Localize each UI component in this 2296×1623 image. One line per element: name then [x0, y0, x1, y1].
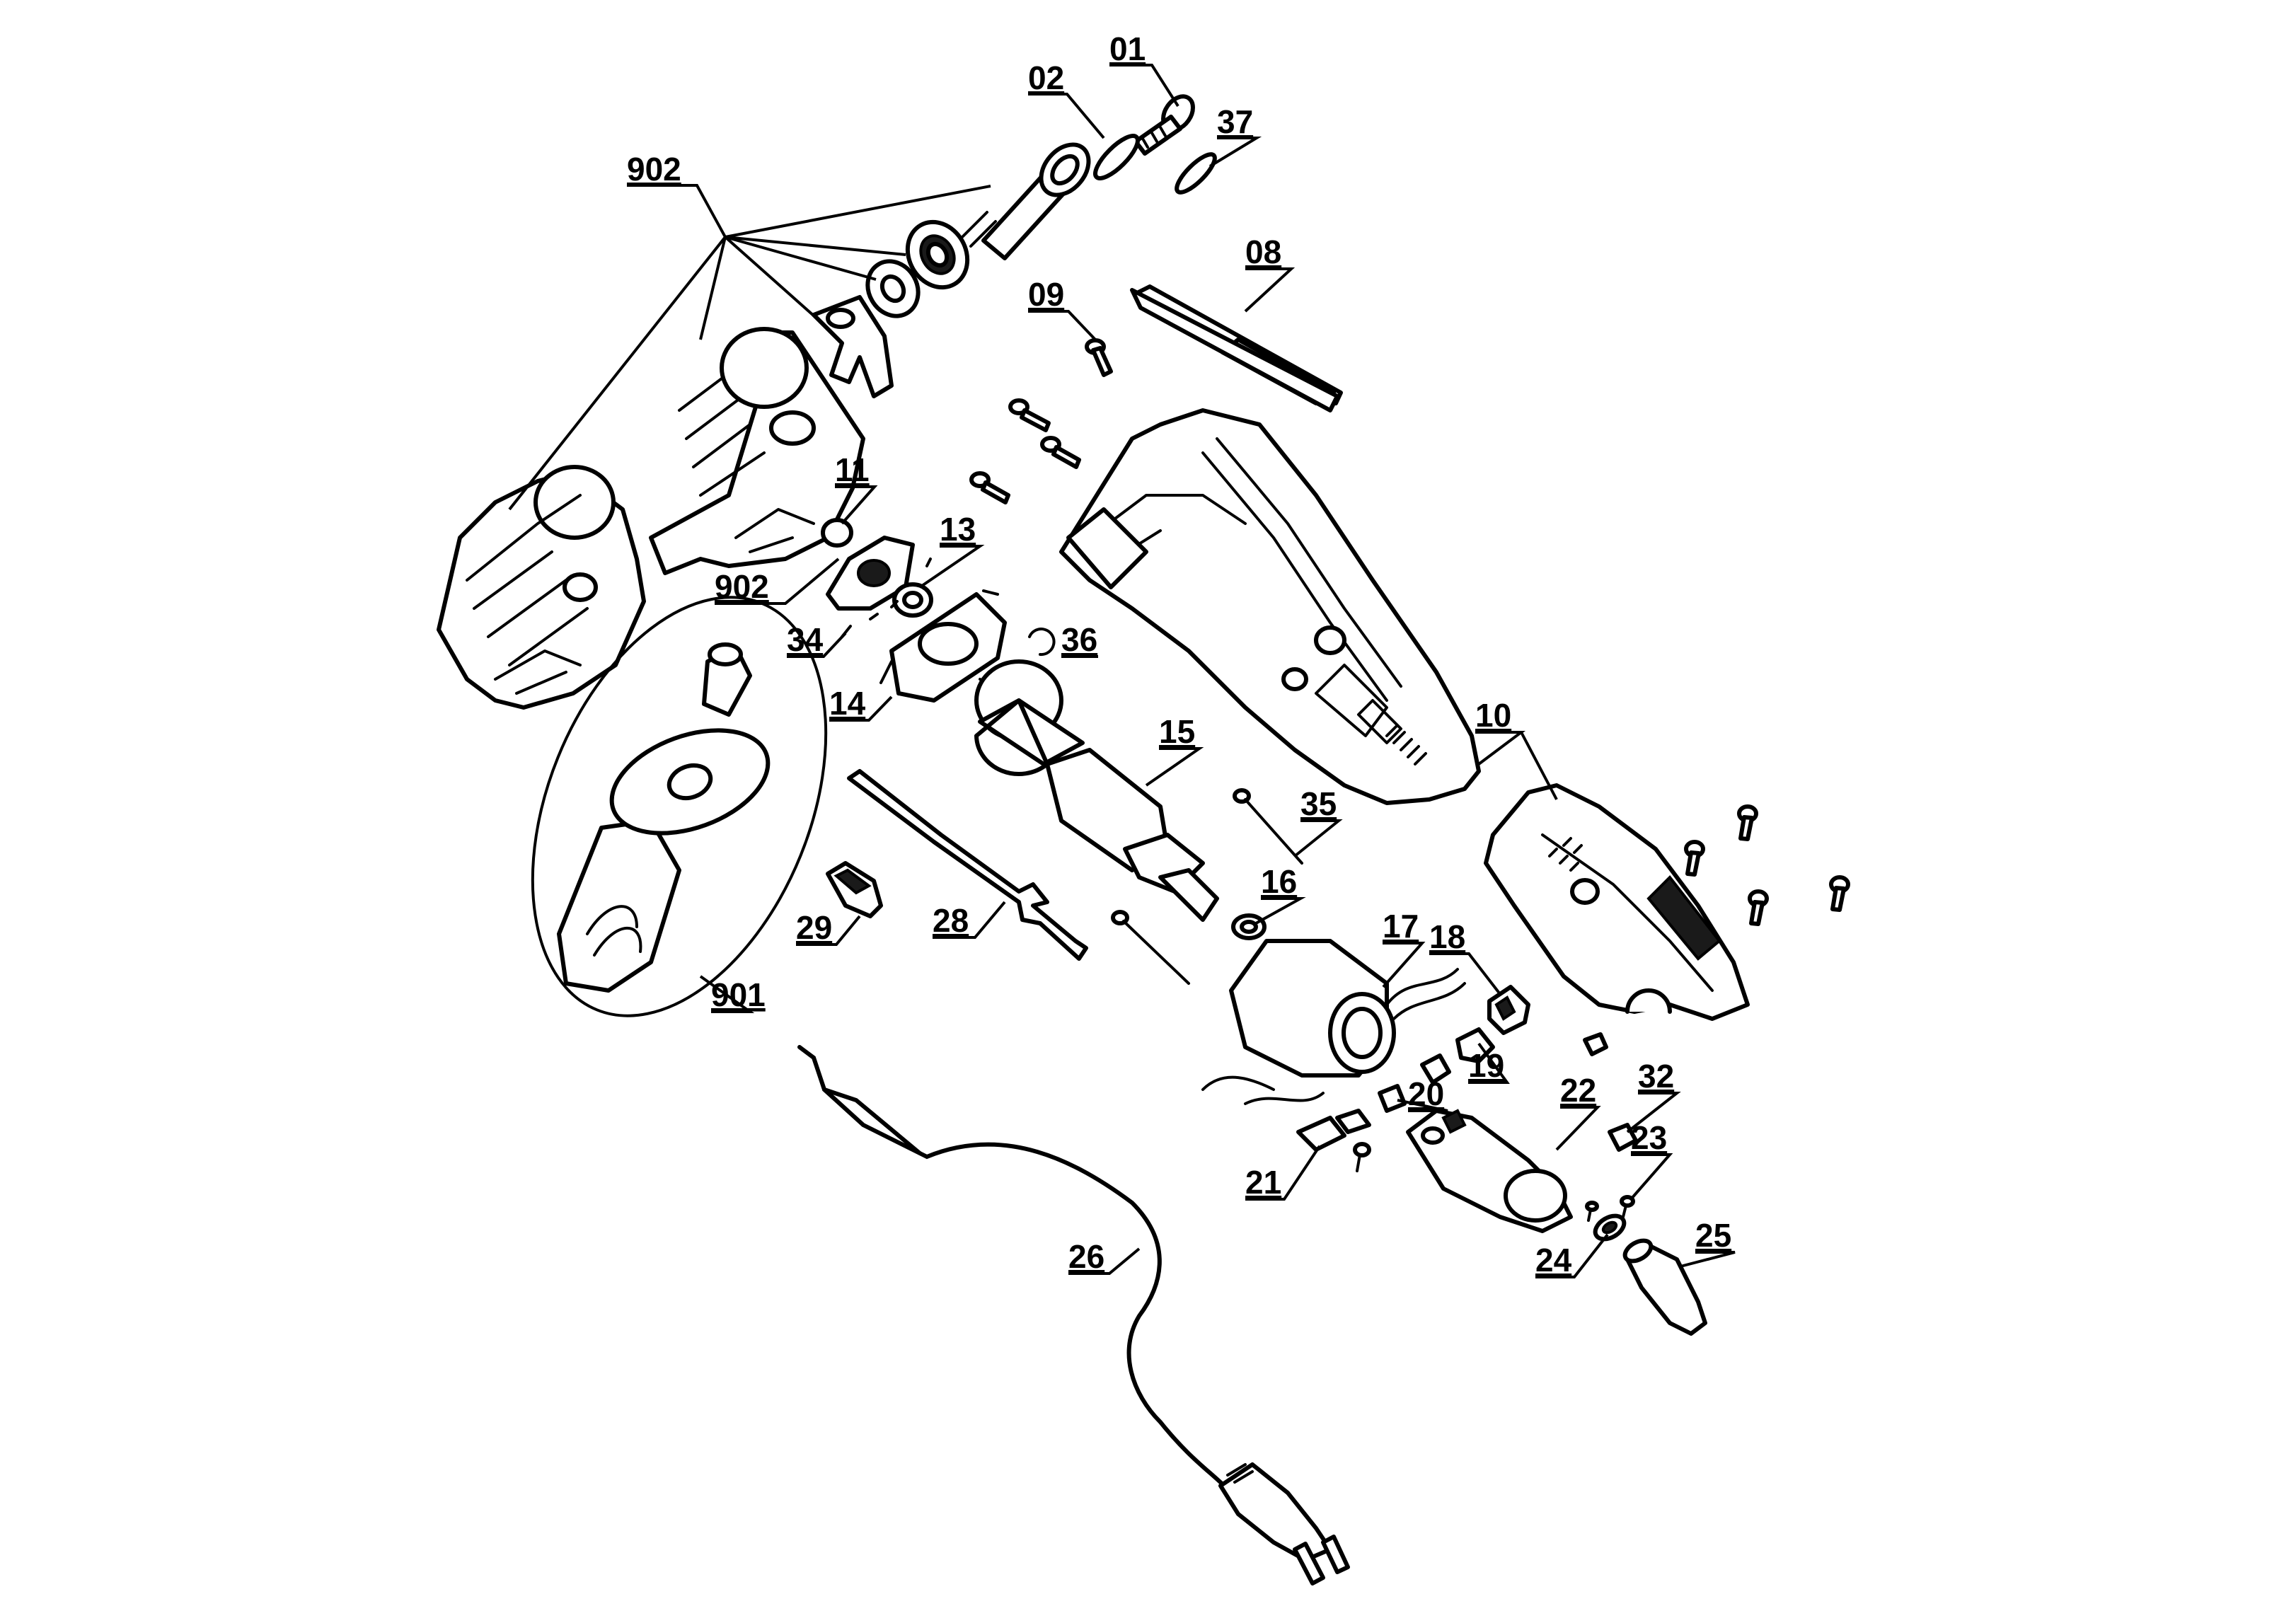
- hex-key-08: [1130, 284, 1343, 412]
- ring-16: [1231, 913, 1267, 940]
- power-cord-26: [797, 1045, 1350, 1586]
- cover-screws: [1684, 804, 1850, 926]
- armature-15: [974, 659, 1219, 922]
- callout-15: 15: [1159, 713, 1195, 750]
- bearing-13: [869, 558, 933, 620]
- brush-holder-21: [1296, 1109, 1371, 1172]
- washer-37: [1175, 152, 1217, 195]
- callout-29: 29: [796, 909, 832, 946]
- screw-23: [1585, 1195, 1635, 1222]
- button-29: [826, 861, 883, 918]
- stator-17: [1201, 939, 1466, 1105]
- callout-13: 13: [940, 511, 976, 548]
- motor-housing: [1059, 408, 1481, 805]
- cord-sleeve-25: [1622, 1238, 1707, 1336]
- spindle-shaft: [961, 142, 1091, 260]
- screws-row: [969, 398, 1081, 504]
- callout-23: 23: [1631, 1119, 1667, 1156]
- gear-housing-rear: [437, 465, 646, 710]
- gear-housing-front: [649, 327, 865, 575]
- fork-lever: [812, 295, 894, 398]
- callout-25: 25: [1695, 1217, 1731, 1254]
- terminal-20: [1378, 1084, 1407, 1113]
- callout-10: 10: [1475, 697, 1511, 734]
- callout-901: 901: [711, 976, 766, 1013]
- callout-18: 18: [1429, 918, 1465, 955]
- screw-01: [1133, 94, 1195, 156]
- brush-spring-rod: [1111, 910, 1190, 985]
- callout-902-top: 902: [627, 151, 681, 187]
- rear-cover: [1484, 783, 1750, 1021]
- callout-28: 28: [933, 902, 969, 939]
- callout-26: 26: [1068, 1238, 1104, 1275]
- bearing-small: [865, 259, 921, 318]
- switch-cover-22: [1406, 1109, 1573, 1233]
- screw-09: [1085, 338, 1113, 377]
- clip-36: [1028, 628, 1056, 657]
- callout-labels: 01 02 37 902 08 09 11 13 902 34 36 14 10…: [627, 30, 1731, 1278]
- callout-02: 02: [1028, 59, 1064, 96]
- leader-lines: [508, 64, 1736, 1278]
- bearing-plate-11: [821, 518, 915, 611]
- callout-09: 09: [1028, 276, 1064, 313]
- callout-11: 11: [835, 451, 870, 488]
- callout-17: 17: [1383, 908, 1419, 945]
- part-24: [1593, 1213, 1627, 1242]
- callout-902-lower: 902: [715, 568, 769, 605]
- washer-02: [1093, 134, 1140, 180]
- callout-01: 01: [1109, 30, 1146, 67]
- callout-22: 22: [1560, 1072, 1596, 1109]
- plate-14: [879, 589, 1007, 703]
- callout-36: 36: [1061, 621, 1097, 658]
- callout-16: 16: [1261, 863, 1297, 900]
- bearing-large: [905, 219, 970, 290]
- callout-34: 34: [787, 621, 824, 658]
- rod-28: [847, 769, 1088, 961]
- callout-32: 32: [1638, 1058, 1674, 1094]
- rod-35: [1233, 788, 1303, 865]
- callout-21: 21: [1245, 1164, 1281, 1201]
- callout-37: 37: [1217, 103, 1253, 140]
- callout-19: 19: [1468, 1047, 1504, 1084]
- switch-18: [1487, 985, 1530, 1035]
- callout-20: 20: [1408, 1075, 1444, 1112]
- callout-24: 24: [1535, 1242, 1572, 1278]
- callout-35: 35: [1300, 785, 1337, 822]
- callout-14: 14: [829, 685, 866, 722]
- callout-08: 08: [1245, 233, 1281, 270]
